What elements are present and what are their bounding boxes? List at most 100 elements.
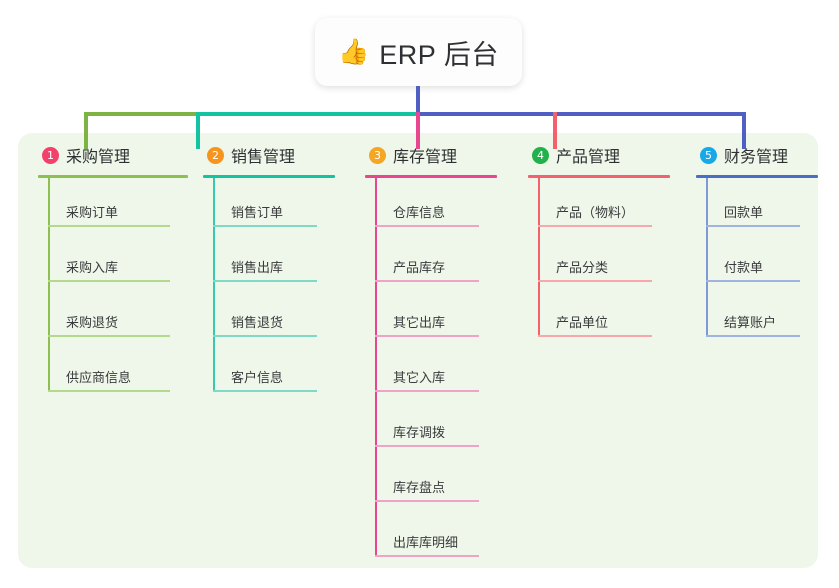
category-header-5[interactable]: 5 财务管理 (696, 142, 818, 168)
menu-item[interactable]: 采购订单 (38, 178, 188, 233)
menu-item[interactable]: 销售订单 (203, 178, 335, 233)
menu-item[interactable]: 客户信息 (203, 343, 335, 398)
menu-item[interactable]: 产品分类 (528, 233, 670, 288)
root-node-title: ERP 后台 (379, 39, 499, 70)
menu-item[interactable]: 结算账户 (696, 288, 818, 343)
category-items-2: 销售订单销售出库销售退货客户信息 (203, 178, 335, 398)
menu-item[interactable]: 产品（物料） (528, 178, 670, 233)
category-title: 销售管理 (231, 149, 296, 166)
menu-item-label: 客户信息 (231, 370, 284, 385)
root-node-erp-backend[interactable]: 👍 ERP 后台 (315, 18, 522, 86)
menu-item[interactable]: 供应商信息 (38, 343, 188, 398)
menu-item-label: 产品分类 (556, 260, 609, 275)
menu-item[interactable]: 采购退货 (38, 288, 188, 343)
menu-item-label: 结算账户 (724, 315, 777, 330)
menu-item-underline (706, 280, 800, 282)
menu-item-label: 产品（物料） (556, 205, 635, 220)
menu-item[interactable]: 采购入库 (38, 233, 188, 288)
category-header-4[interactable]: 4 产品管理 (528, 142, 670, 168)
menu-item-underline (213, 390, 317, 392)
category-title: 库存管理 (393, 149, 458, 166)
menu-item-underline (375, 280, 479, 282)
drop-connector-3 (416, 112, 420, 149)
category-items-4: 产品（物料） 产品分类产品单位 (528, 178, 670, 343)
menu-item[interactable]: 销售退货 (203, 288, 335, 343)
menu-item-underline (375, 225, 479, 227)
menu-item-underline (538, 225, 652, 227)
thumbs-up-icon: 👍 (338, 37, 370, 66)
menu-item[interactable]: 库存调拨 (365, 398, 497, 453)
menu-item-underline (213, 225, 317, 227)
menu-item-underline (375, 445, 479, 447)
category-underline (38, 175, 188, 178)
menu-item-underline (375, 390, 479, 392)
drop-connector-1 (84, 112, 88, 149)
menu-item[interactable]: 仓库信息 (365, 178, 497, 233)
category-items-3: 仓库信息产品库存其它出库其它入库库存调拨库存盘点出库库明细 (365, 178, 497, 563)
category-underline (528, 175, 670, 178)
menu-item-label: 库存调拨 (393, 425, 446, 440)
category-underline (203, 175, 335, 178)
drop-connector-2 (196, 112, 200, 149)
category-title: 财务管理 (724, 149, 789, 166)
category-header-2[interactable]: 2 销售管理 (203, 142, 335, 168)
menu-item-label: 仓库信息 (393, 205, 446, 220)
menu-item[interactable]: 其它入库 (365, 343, 497, 398)
drop-connector-5 (742, 112, 746, 149)
menu-item-label: 其它出库 (393, 315, 446, 330)
drop-connector-4 (553, 112, 557, 149)
menu-item-label: 产品库存 (393, 260, 446, 275)
category-underline (365, 175, 497, 178)
category-number-badge: 5 (700, 146, 717, 164)
menu-item-label: 销售出库 (231, 260, 284, 275)
menu-item-label: 产品单位 (556, 315, 609, 330)
menu-item[interactable]: 出库库明细 (365, 508, 497, 563)
menu-item-label: 出库库明细 (393, 535, 459, 550)
menu-item[interactable]: 付款单 (696, 233, 818, 288)
category-spine (213, 178, 215, 392)
category-title: 产品管理 (556, 149, 621, 166)
menu-item-underline (213, 280, 317, 282)
category-number-badge: 2 (207, 146, 224, 164)
menu-item-label: 采购订单 (66, 205, 119, 220)
menu-item-underline (538, 335, 652, 337)
menu-item[interactable]: 库存盘点 (365, 453, 497, 508)
root-stem-connector (416, 86, 420, 114)
menu-item[interactable]: 回款单 (696, 178, 818, 233)
menu-item-underline (706, 335, 800, 337)
menu-item-label: 库存盘点 (393, 480, 446, 495)
category-header-3[interactable]: 3 库存管理 (365, 142, 497, 168)
menu-item-label: 付款单 (724, 260, 764, 275)
menu-item-underline (375, 555, 479, 557)
menu-item[interactable]: 产品库存 (365, 233, 497, 288)
menu-item-label: 采购入库 (66, 260, 119, 275)
menu-item-underline (48, 390, 170, 392)
category-underline (696, 175, 818, 178)
category-spine (538, 178, 540, 337)
menu-item[interactable]: 产品单位 (528, 288, 670, 343)
category-number-badge: 4 (532, 146, 549, 164)
menu-item[interactable]: 销售出库 (203, 233, 335, 288)
menu-item-label: 销售订单 (231, 205, 284, 220)
category-items-5: 回款单付款单结算账户 (696, 178, 818, 343)
category-column-3: 3 库存管理仓库信息产品库存其它出库其它入库库存调拨库存盘点出库库明细 (365, 142, 497, 563)
menu-item[interactable]: 其它出库 (365, 288, 497, 343)
menu-item-underline (213, 335, 317, 337)
menu-item-underline (48, 335, 170, 337)
menu-item-label: 销售退货 (231, 315, 284, 330)
menu-item-label: 供应商信息 (66, 370, 132, 385)
diagram-background-panel (18, 133, 818, 568)
menu-item-label: 其它入库 (393, 370, 446, 385)
category-title: 采购管理 (66, 149, 131, 166)
connector-bar-blue (416, 112, 746, 116)
menu-item-underline (538, 280, 652, 282)
category-column-2: 2 销售管理销售订单销售出库销售退货客户信息 (203, 142, 335, 398)
connector-bar-teal (196, 112, 418, 116)
menu-item-label: 采购退货 (66, 315, 119, 330)
category-number-badge: 3 (369, 146, 386, 164)
category-spine (48, 178, 50, 392)
menu-item-underline (706, 225, 800, 227)
